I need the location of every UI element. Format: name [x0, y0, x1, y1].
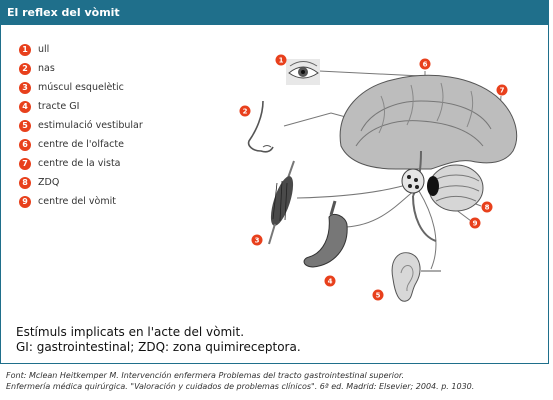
stomach-icon: [303, 200, 348, 268]
svg-text:4: 4: [328, 278, 333, 286]
legend-label: ZDQ: [38, 177, 60, 188]
brain-icon: [339, 74, 518, 242]
skeletal-muscle-icon: [268, 160, 295, 245]
svg-text:9: 9: [473, 220, 478, 228]
legend-item-eye: 1 ull: [19, 40, 143, 59]
legend-marker-7: 7: [19, 157, 31, 170]
diagram-marker-7: 7: [496, 84, 508, 96]
legend-item-nose: 2 nas: [19, 59, 143, 78]
diagram-marker-5: 5: [372, 289, 384, 301]
legend-marker-9: 9: [19, 195, 31, 208]
legend-item-olfactory-center: 6 centre de l'olfacte: [19, 135, 143, 154]
legend-marker-6: 6: [19, 138, 31, 151]
legend-label: centre del vòmit: [38, 196, 116, 207]
legend-marker-3: 3: [19, 81, 31, 94]
caption-line-1: Estímuls implicats en l'acte del vòmit.: [16, 325, 245, 339]
legend-label: estimulació vestibular: [38, 120, 143, 131]
legend-item-vomit-center: 9 centre del vòmit: [19, 192, 143, 211]
ear-icon: [391, 252, 441, 302]
svg-text:7: 7: [500, 87, 505, 95]
legend-item-ctz: 8 ZDQ: [19, 173, 143, 192]
source-citation: Font: Mclean Heitkemper M. Intervención …: [6, 370, 474, 392]
eye-icon: [286, 59, 320, 85]
diagram-markers: 1 2 3 4 5 6 7 8 9: [239, 54, 508, 301]
vomit-reflex-illustration: 1 2 3 4 5 6 7 8 9: [239, 54, 518, 302]
figure-frame: El reflex del vòmit 1 ull 2 nas 3 múscul…: [0, 0, 549, 364]
diagram-marker-6: 6: [419, 58, 431, 70]
legend-label: centre de la vista: [38, 158, 121, 169]
diagram-marker-9: 9: [469, 217, 481, 229]
legend-label: nas: [38, 63, 55, 74]
diagram-marker-1: 1: [275, 54, 287, 66]
legend-item-muscle: 3 múscul esquelètic: [19, 78, 143, 97]
legend-marker-4: 4: [19, 100, 31, 113]
svg-text:5: 5: [376, 292, 381, 300]
svg-text:2: 2: [243, 108, 248, 116]
legend: 1 ull 2 nas 3 múscul esquelètic 4 tracte…: [19, 40, 143, 211]
svg-text:1: 1: [279, 57, 284, 65]
vestibular-pathway-line: [418, 190, 437, 270]
legend-marker-5: 5: [19, 119, 31, 132]
legend-marker-1: 1: [19, 43, 31, 56]
muscle-pathway-line: [296, 182, 414, 199]
diagram-marker-3: 3: [251, 234, 263, 246]
legend-marker-8: 8: [19, 176, 31, 189]
source-line-2: Enfermería médica quirúrgica. "Valoració…: [6, 382, 475, 391]
svg-text:8: 8: [485, 204, 490, 212]
diagram-marker-4: 4: [324, 275, 336, 287]
figure-caption: Estímuls implicats en l'acte del vòmit. …: [16, 325, 301, 355]
figure-title: El reflex del vòmit: [1, 1, 548, 25]
diagram-marker-2: 2: [239, 105, 251, 117]
diagram-marker-8: 8: [481, 201, 493, 213]
legend-marker-2: 2: [19, 62, 31, 75]
svg-text:6: 6: [423, 61, 428, 69]
legend-label: ull: [38, 44, 50, 55]
svg-text:3: 3: [255, 237, 260, 245]
nose-icon: [247, 100, 274, 153]
legend-item-vision-center: 7 centre de la vista: [19, 154, 143, 173]
caption-line-2: GI: gastrointestinal; ZDQ: zona quimirec…: [16, 340, 301, 354]
legend-item-gi-tract: 4 tracte GI: [19, 97, 143, 116]
legend-label: múscul esquelètic: [38, 82, 124, 93]
source-line-1: Font: Mclean Heitkemper M. Intervención …: [6, 371, 404, 380]
legend-label: tracte GI: [38, 101, 80, 112]
gi-pathway-line: [345, 188, 417, 228]
legend-item-vestibular: 5 estimulació vestibular: [19, 116, 143, 135]
legend-label: centre de l'olfacte: [38, 139, 124, 150]
